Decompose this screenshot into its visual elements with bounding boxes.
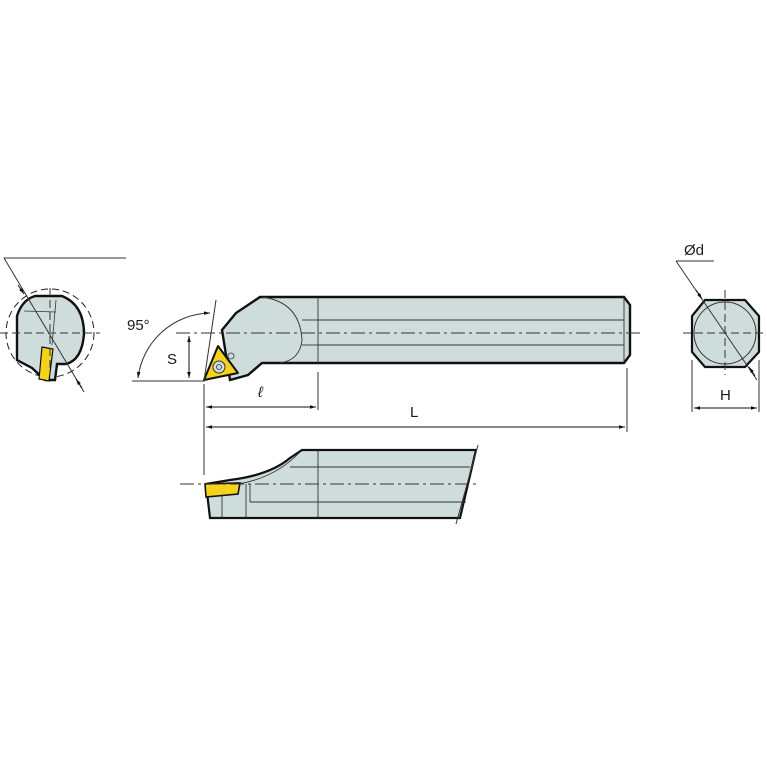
offset-label: S — [167, 351, 178, 368]
end-view-left — [0, 257, 126, 393]
dimensions — [132, 299, 628, 475]
head-length-label: ℓ — [258, 384, 263, 401]
bar-top-view — [176, 295, 640, 382]
height-label: H — [720, 387, 731, 404]
overall-length-label: L — [410, 404, 419, 421]
angle-label: 95° — [127, 317, 150, 334]
diameter-label: Ød — [684, 242, 705, 259]
bar-side-view — [180, 444, 480, 525]
end-view-right — [675, 260, 767, 412]
